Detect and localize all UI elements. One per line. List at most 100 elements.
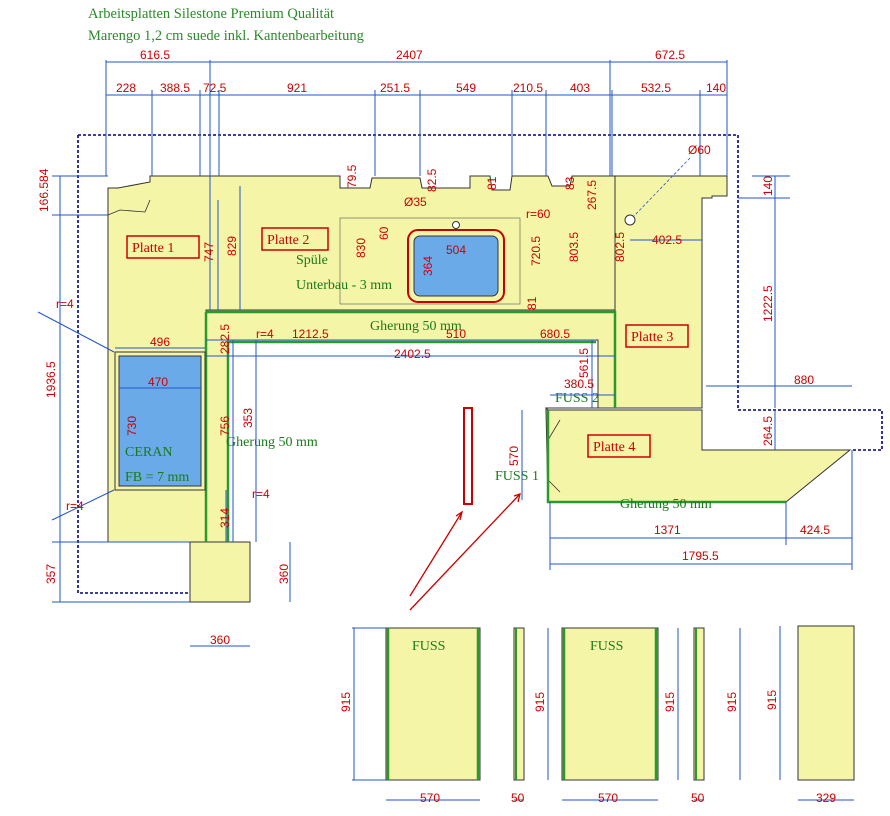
dim-802: 802.5: [613, 232, 627, 262]
miter-edge-top: [206, 310, 617, 408]
room-outline: [78, 134, 883, 451]
dim-470: 470: [148, 375, 168, 389]
dim-1212: 1212.5: [292, 327, 329, 341]
foot-dim-329: 329: [816, 791, 836, 805]
dim-756: 756: [218, 416, 232, 436]
foot-panel-1: [385, 627, 481, 781]
dim-357: 357: [44, 564, 58, 584]
gherung-bottom-label: Gherung 50 mm: [620, 497, 712, 512]
gherung-top-label: Gherung 50 mm: [370, 319, 462, 334]
room-outline-left: [77, 135, 190, 594]
platte-4-label: Platte 4: [593, 440, 635, 455]
foot-strip-2: [693, 627, 705, 781]
dim-364: 364: [421, 256, 435, 276]
dim-402: 402.5: [652, 233, 682, 247]
dim-549: 549: [456, 81, 476, 95]
dim-79: 79.5: [345, 164, 359, 188]
foot-dim-915-c: 915: [663, 692, 677, 712]
dim-720: 720.5: [529, 236, 543, 266]
gherung-left-label: Gherung 50 mm: [226, 435, 318, 450]
platte-4-slab: [547, 409, 852, 503]
dim-921: 921: [287, 81, 307, 95]
dim-829: 829: [225, 236, 239, 256]
dim-353: 353: [241, 408, 255, 428]
foot-dim-50-a: 50: [511, 791, 525, 805]
foot-dim-915-e: 915: [765, 690, 779, 710]
platte-2-label: Platte 2: [267, 233, 309, 248]
dim-35-dia: Ø35: [404, 195, 427, 209]
foot-panel-2-label: FUSS: [590, 639, 623, 654]
fuss-1-marker: [463, 407, 473, 505]
dim-140: 140: [706, 81, 726, 95]
dim-747: 747: [202, 242, 216, 262]
dim-r60: r=60: [526, 207, 551, 221]
dim-282: 282.5: [218, 324, 232, 354]
dim-251: 251.5: [380, 81, 410, 95]
tap-hole: [452, 221, 460, 229]
dim-730: 730: [125, 416, 139, 436]
dim-2407: 2407: [396, 48, 423, 62]
dim-140-r: 140: [761, 176, 775, 196]
bottom-block: [189, 541, 251, 603]
dim-1222: 1222.5: [761, 285, 775, 322]
dim-680: 680.5: [540, 327, 570, 341]
hob-cutout: [118, 355, 202, 487]
dim-82: 82.5: [425, 168, 439, 192]
hole-60: [624, 214, 636, 226]
dim-1936: 1936.5: [44, 361, 58, 398]
dim-60: 60: [377, 226, 391, 240]
dim-380: 380.5: [564, 377, 594, 391]
dim-314: 314: [218, 508, 232, 528]
dim-561: 561.5: [577, 348, 591, 378]
fb-label: FB = 7 mm: [125, 470, 189, 485]
dim-830: 830: [354, 238, 368, 258]
dim-r4a: r=4: [56, 297, 74, 311]
dim-1371: 1371: [654, 523, 681, 537]
foot-panel-2: [561, 627, 659, 781]
sink-outer: [407, 229, 505, 303]
dim-r4c: r=4: [256, 327, 274, 341]
header-subtitle: Marengo 1,2 cm suede inkl. Kantenbearbei…: [88, 28, 364, 44]
foot-dim-50-b: 50: [691, 791, 705, 805]
foot-panel-3: [797, 625, 855, 781]
dim-496: 496: [150, 335, 170, 349]
dim-504: 504: [446, 243, 466, 257]
header-title: Arbeitsplatten Silestone Premium Qualitä…: [88, 6, 334, 22]
dim-210: 210.5: [513, 81, 543, 95]
dim-2402: 2402.5: [394, 347, 431, 361]
dim-803: 803.5: [567, 232, 581, 262]
dim-388: 388.5: [160, 81, 190, 95]
dim-72: 72.5: [203, 81, 227, 95]
dim-81a: 81: [485, 176, 499, 190]
dim-510: 510: [446, 327, 466, 341]
dim-1795: 1795.5: [682, 549, 719, 563]
dim-267: 267.5: [585, 180, 599, 210]
dim-570-v: 570: [507, 446, 521, 466]
foot-dim-570-a: 570: [420, 791, 440, 805]
foot-dim-570-b: 570: [598, 791, 618, 805]
fuss-arrows: [409, 493, 521, 611]
dim-424: 424.5: [800, 523, 830, 537]
ceran-label: CERAN: [125, 445, 172, 460]
spuele-label: Spüle: [296, 253, 328, 268]
foot-dim-915-a: 915: [339, 692, 353, 712]
platte-1-label: Platte 1: [132, 241, 174, 256]
dim-83: 83: [563, 176, 577, 190]
unterbau-label: Unterbau - 3 mm: [296, 278, 392, 293]
dim-r4b: r=4: [66, 499, 84, 513]
dim-532: 532.5: [641, 81, 671, 95]
dim-228: 228: [116, 81, 136, 95]
platte-3-slab: [614, 175, 728, 409]
dim-360-h: 360: [210, 633, 230, 647]
dim-166: 166.584: [37, 168, 51, 212]
dim-60-dia: Ø60: [688, 143, 711, 157]
foot-strip-1: [513, 627, 525, 781]
sink-bowl: [413, 235, 499, 297]
fuss-1-label: FUSS 1: [495, 469, 539, 484]
dim-264: 264.5: [761, 416, 775, 446]
dim-360-v: 360: [277, 564, 291, 584]
dim-r4d: r=4: [252, 487, 270, 501]
dim-403: 403: [570, 81, 590, 95]
miter-edge-bottom: [546, 410, 786, 504]
